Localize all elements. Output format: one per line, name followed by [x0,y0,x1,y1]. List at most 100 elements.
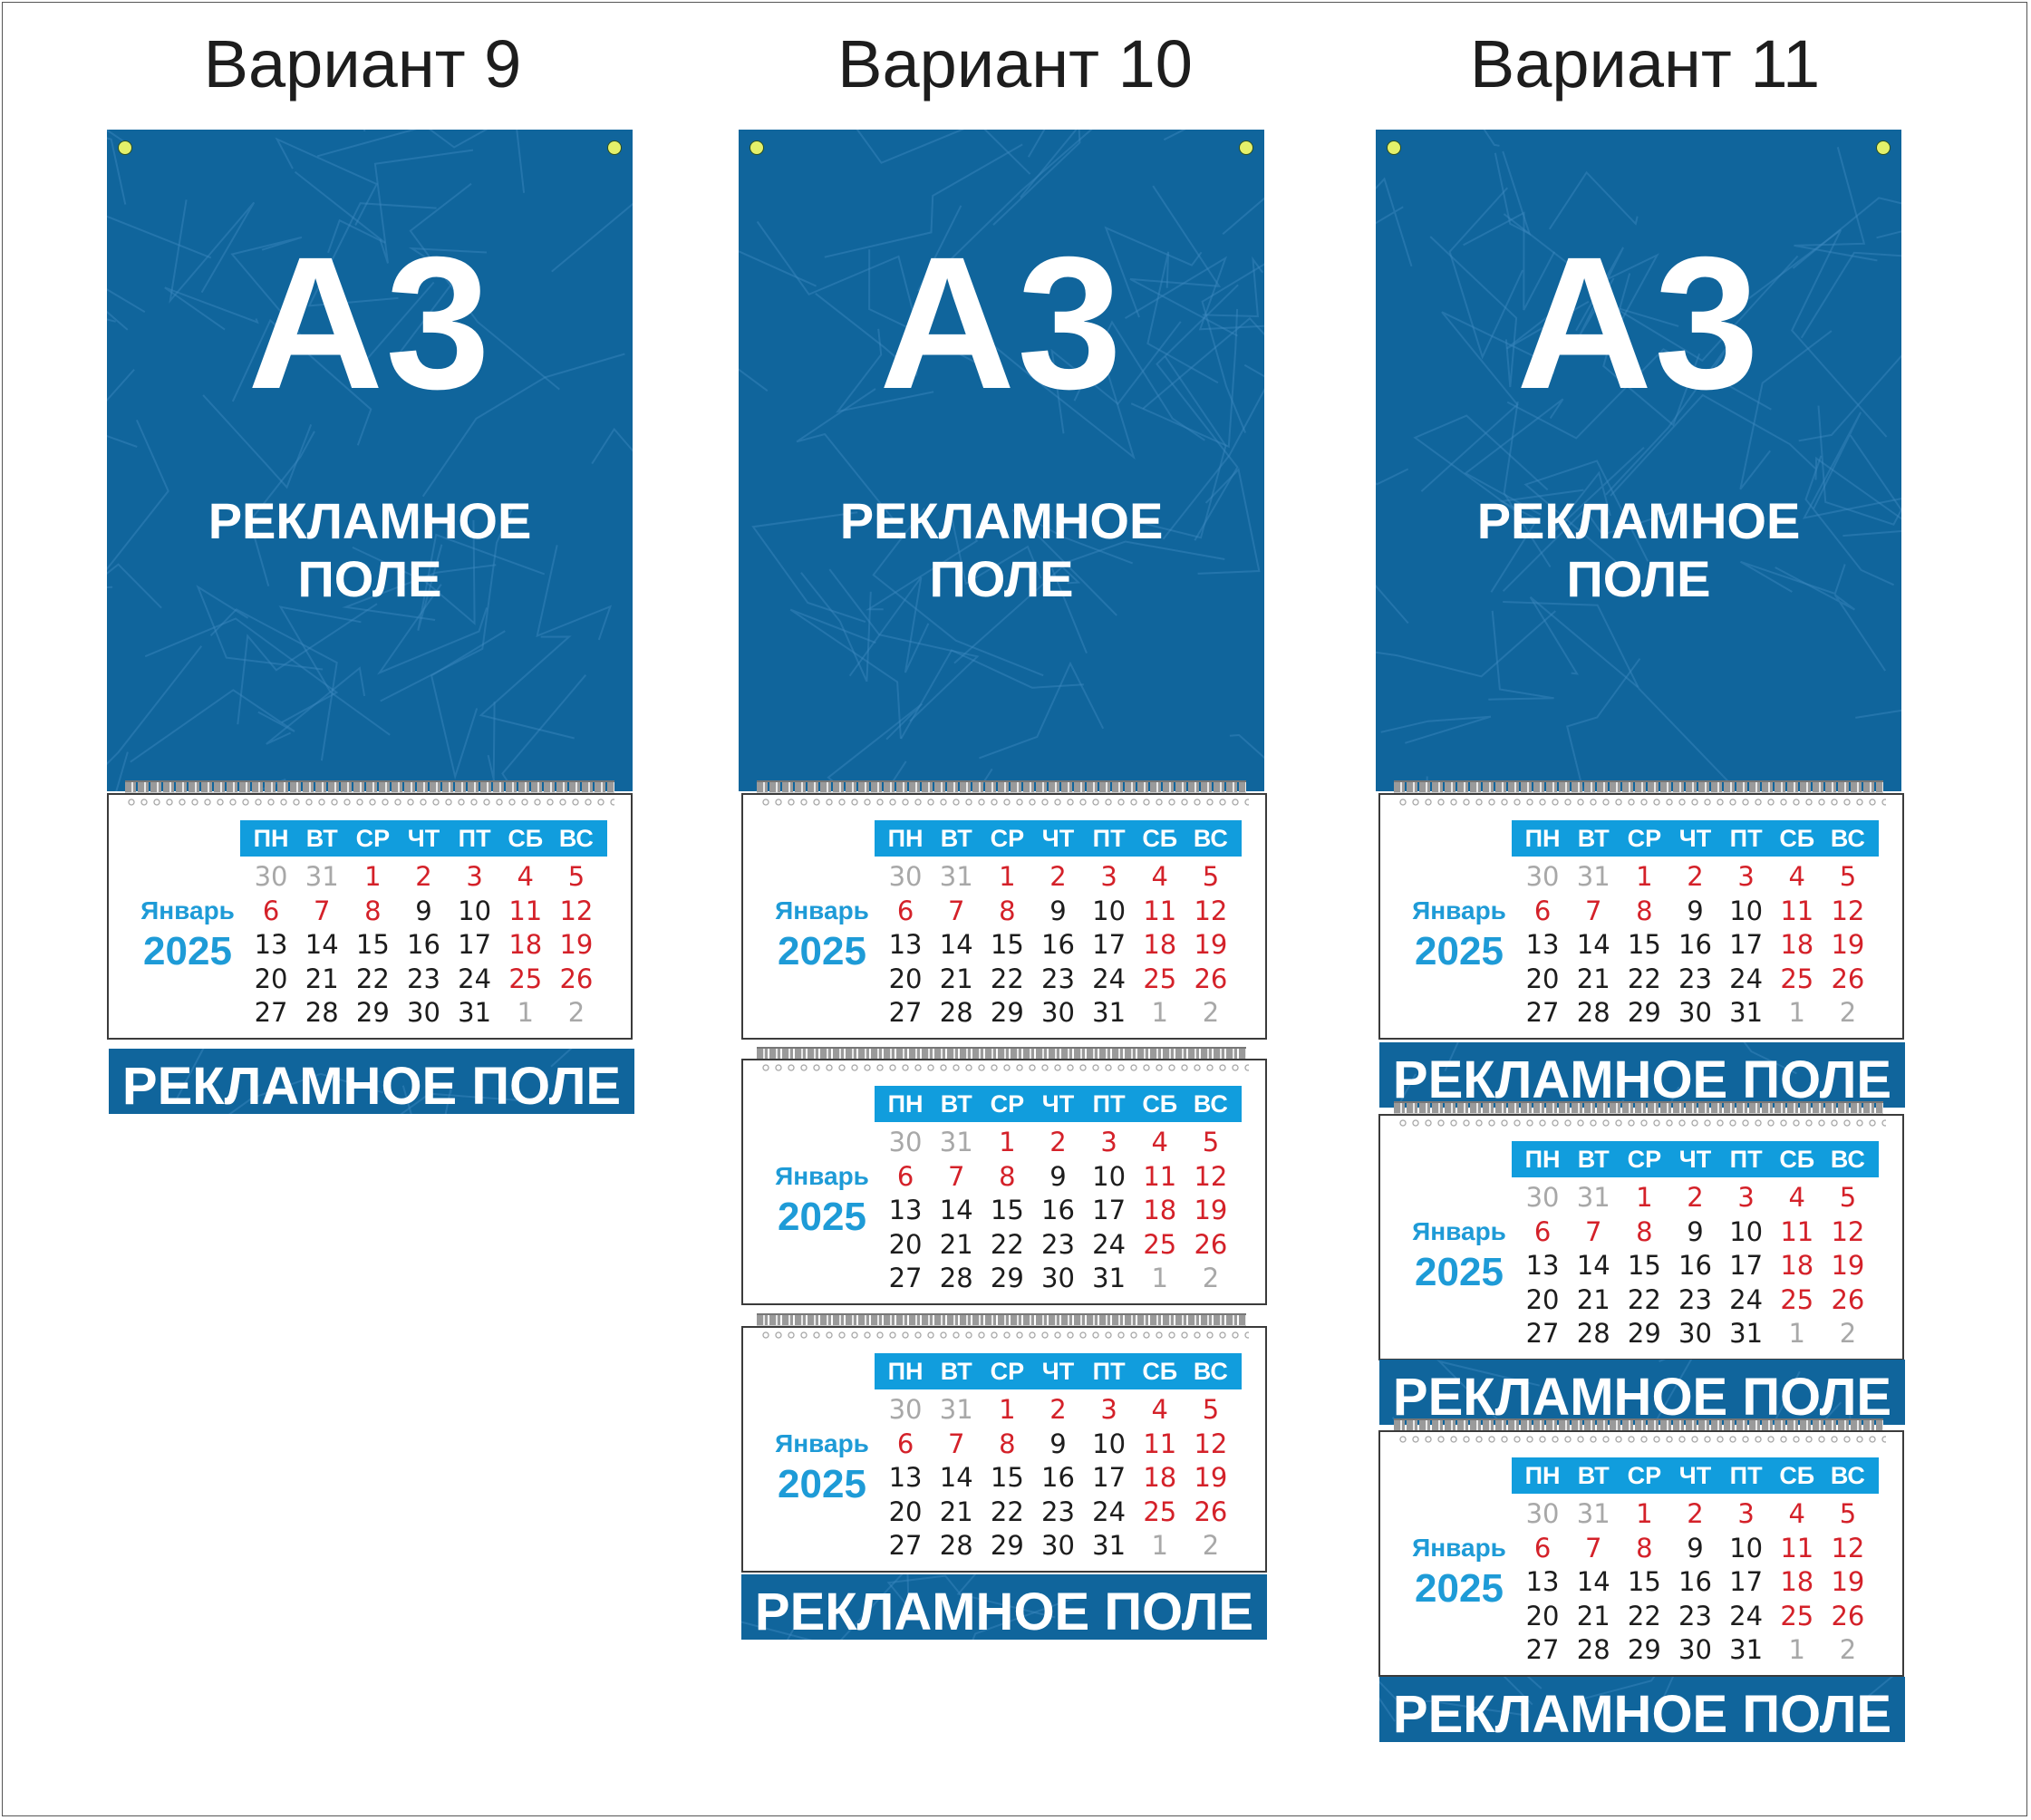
day-cell: 27 [1525,1318,1560,1350]
cover-ad-line2: ПОЛЕ [929,550,1074,607]
weekday-label: ПТ [1092,824,1126,852]
variant-11-cover: А3 РЕКЛАМНОЕ ПОЛЕ [1376,130,1901,791]
day-cell: 6 [896,895,914,926]
day-cell: 25 [508,963,543,994]
day-cell: 18 [1780,1250,1814,1282]
day-cell: 6 [262,895,280,926]
day-cell: 26 [1194,963,1228,994]
day-cell: 26 [1831,1600,1865,1631]
day-cell: 25 [1143,963,1177,994]
day-cell: 25 [1143,1496,1177,1527]
binding-holes [1397,1118,1886,1128]
day-cell: 31 [1729,1318,1764,1350]
day-cell: 30 [1678,997,1712,1029]
binding-holes [1397,798,1886,807]
day-cell: 30 [1525,861,1560,892]
weekday-label: СБ [1142,824,1178,852]
cover-format-label: А3 [247,218,492,429]
weekday-label: ПН [1524,1461,1561,1489]
cover-format-label: А3 [879,218,1124,429]
variant-9-title: Вариант 9 [203,26,522,102]
day-cell: 8 [1636,1215,1653,1247]
day-cell: 28 [939,1530,973,1562]
weekday-label: ЧТ [407,824,440,852]
day-cell: 15 [990,1195,1024,1226]
cover-ad-field: РЕКЛАМНОЕ ПОЛЕ [739,492,1264,608]
weekday-label: ПТ [1729,1461,1763,1489]
day-cell: 6 [1533,895,1552,926]
day-cell: 18 [1143,1195,1177,1226]
weekday-label: ВС [558,824,594,852]
day-cell: 30 [1525,1498,1560,1529]
day-cell: 22 [990,963,1024,994]
day-cell: 14 [1576,929,1610,961]
day-cell: 14 [305,929,339,961]
hanging-hole-left [750,140,764,155]
day-cell: 8 [999,895,1016,926]
day-cell: 31 [939,861,973,892]
day-cell: 3 [1737,861,1755,892]
day-cell: 24 [1729,963,1764,994]
weekday-label: ВС [1193,1089,1228,1118]
month-label: Январь [775,1162,869,1190]
weekday-label: ПТ [1729,1145,1763,1173]
ad-strip: РЕКЛАМНОЕ ПОЛЕ [1379,1042,1905,1108]
day-cell: 14 [939,1195,973,1226]
day-cell: 13 [888,929,923,961]
day-cell: 21 [939,1228,973,1260]
day-cell: 16 [1041,1195,1075,1226]
day-cell: 28 [1576,997,1610,1029]
day-cell: 29 [990,1530,1024,1562]
spiral-binding [757,1313,1246,1326]
cover-ad-line2: ПОЛЕ [297,550,442,607]
day-cell: 10 [1729,1215,1764,1247]
spiral-binding [125,780,614,793]
day-cell: 15 [1627,1250,1661,1282]
day-cell: 15 [990,1462,1024,1494]
day-cell: 21 [1576,963,1610,994]
day-cell: 4 [1151,1127,1168,1157]
day-cell: 31 [939,1127,973,1157]
day-cell: 3 [1100,1394,1117,1425]
day-cell: 13 [1525,1250,1560,1282]
day-cell: 23 [407,963,440,994]
day-cell: 29 [990,1263,1024,1294]
day-cell: 3 [1100,861,1117,892]
day-cell: 15 [1627,929,1661,961]
day-cell: 23 [1041,963,1075,994]
day-cell: 23 [1678,963,1712,994]
cover-format-label: А3 [1516,218,1761,429]
ad-strip-text: РЕКЛАМНОЕ ПОЛЕ [1392,1368,1892,1425]
day-cell: 2 [1687,1182,1704,1213]
weekday-label: ПН [253,824,289,852]
day-cell: 2 [1687,861,1704,892]
day-cell: 1 [999,861,1016,892]
day-cell: 23 [1041,1228,1075,1260]
cover-ad-field: РЕКЛАМНОЕ ПОЛЕ [1376,492,1901,608]
year-label: 2025 [778,1195,866,1239]
day-cell: 7 [1584,1532,1602,1563]
day-cell: 10 [1092,1428,1127,1459]
spiral-binding [757,780,1246,793]
day-cell: 24 [458,963,492,994]
day-cell: 19 [1831,929,1865,961]
day-cell: 2 [1839,1634,1857,1666]
day-cell: 19 [1831,1250,1865,1282]
day-cell: 2 [1202,1263,1220,1294]
day-cell: 7 [947,1160,965,1192]
day-cell: 1 [1636,1182,1653,1213]
day-cell: 30 [1041,1530,1075,1562]
day-cell: 10 [1092,895,1127,926]
month-label: Январь [1412,1534,1506,1562]
day-cell: 31 [1576,1498,1610,1529]
day-cell: 26 [1194,1496,1228,1527]
day-cell: 13 [888,1195,923,1226]
strip-pattern-decoration [741,1574,1078,1640]
